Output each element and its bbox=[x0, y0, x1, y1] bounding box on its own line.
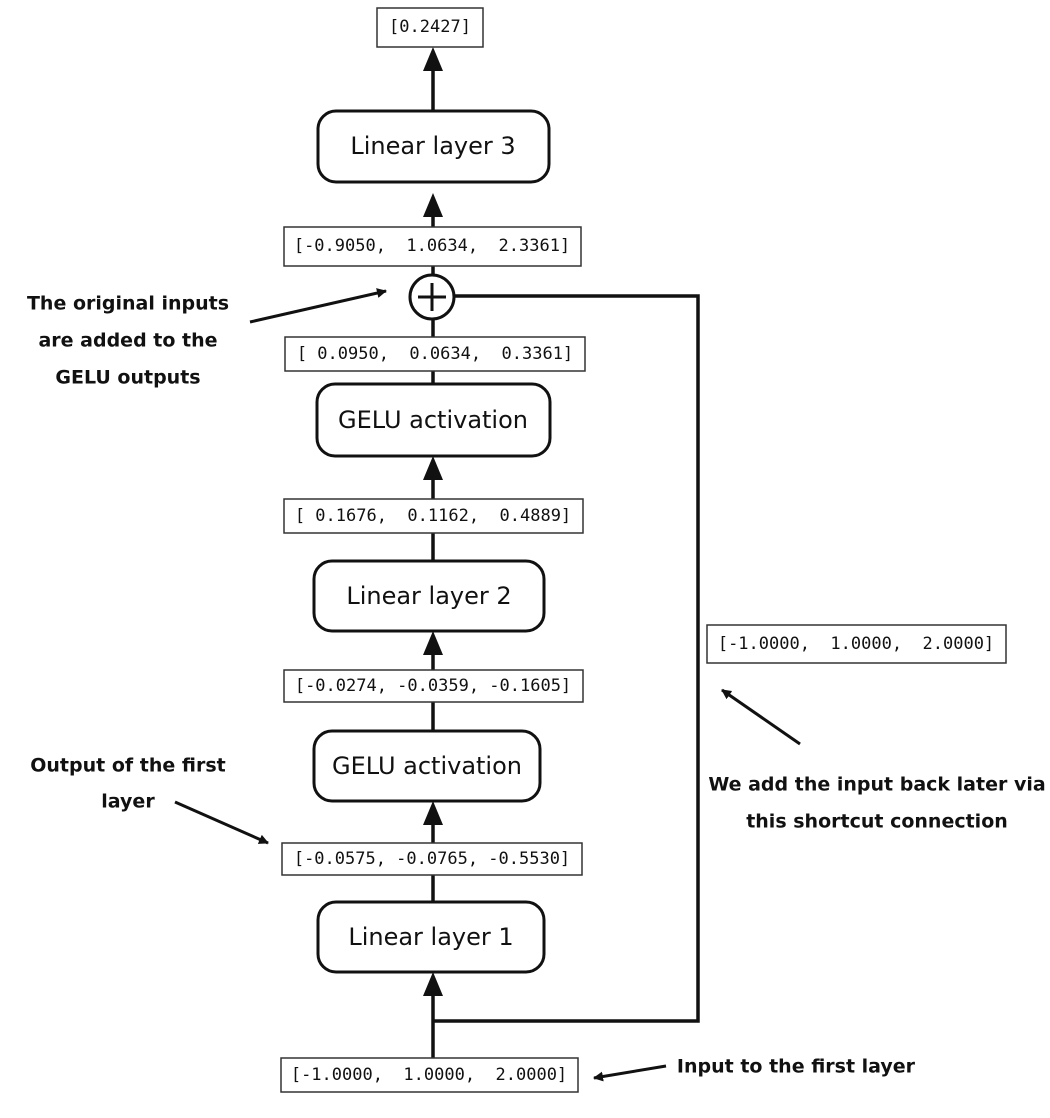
original-inputs-note-line-2: are added to the bbox=[38, 330, 217, 352]
original-inputs-note-line-3: GELU outputs bbox=[55, 367, 200, 389]
shortcut-note-line-2: this shortcut connection bbox=[746, 811, 1008, 833]
gelu2-output-tensor-box: [ 0.0950, 0.0634, 0.3361] bbox=[284, 336, 586, 372]
linear-layer-3: Linear layer 3 bbox=[316, 109, 551, 184]
shortcut-tensor-value: [-1.0000, 1.0000, 2.0000] bbox=[718, 634, 994, 654]
gelu-activation-1: GELU activation bbox=[312, 729, 542, 803]
first-output-note-line-2: layer bbox=[101, 791, 155, 813]
original-inputs-note-line-1: The original inputs bbox=[27, 293, 229, 315]
shortcut-connection-line bbox=[433, 294, 700, 1023]
annotation-arrows bbox=[174, 288, 801, 1082]
first-output-pointer bbox=[174, 800, 269, 845]
linear-layer-1: Linear layer 1 bbox=[316, 900, 546, 974]
input-tensor-value: [-1.0000, 1.0000, 2.0000] bbox=[291, 1065, 567, 1085]
input-tensor-box: [-1.0000, 1.0000, 2.0000] bbox=[280, 1057, 579, 1093]
shortcut-note-line-1: We add the input back later via bbox=[708, 774, 1045, 796]
linear-layer-2: Linear layer 2 bbox=[312, 559, 546, 633]
gelu-activation-2: GELU activation bbox=[315, 382, 552, 458]
gelu-activation-2-label: GELU activation bbox=[338, 406, 528, 434]
linear-layer-3-label: Linear layer 3 bbox=[350, 132, 515, 160]
input-pointer bbox=[593, 1064, 667, 1082]
original-inputs-pointer bbox=[249, 288, 387, 324]
gelu1-output-tensor-box: [-0.0274, -0.0359, -0.1605] bbox=[283, 669, 584, 703]
linear-layer-1-label: Linear layer 1 bbox=[348, 923, 513, 951]
sum-output-tensor-box: [-0.9050, 1.0634, 2.3361] bbox=[283, 226, 582, 267]
first-output-note-line-1: Output of the first bbox=[30, 755, 225, 777]
sum-output-value: [-0.9050, 1.0634, 2.3361] bbox=[294, 236, 570, 256]
gelu-activation-1-label: GELU activation bbox=[332, 752, 522, 780]
linear1-output-value: [-0.0575, -0.0765, -0.5530] bbox=[294, 849, 570, 869]
input-note: Input to the first layer bbox=[677, 1056, 916, 1078]
shortcut-tensor-box: [-1.0000, 1.0000, 2.0000] bbox=[706, 624, 1007, 664]
gelu1-output-value: [-0.0274, -0.0359, -0.1605] bbox=[295, 676, 571, 696]
linear-layer-2-label: Linear layer 2 bbox=[346, 582, 511, 610]
gelu2-output-value: [ 0.0950, 0.0634, 0.3361] bbox=[297, 344, 573, 364]
final-output-value: [0.2427] bbox=[389, 17, 471, 37]
linear1-output-tensor-box: [-0.0575, -0.0765, -0.5530] bbox=[281, 842, 583, 876]
linear2-output-tensor-box: [ 0.1676, 0.1162, 0.4889] bbox=[283, 498, 584, 534]
addition-node bbox=[408, 273, 456, 321]
final-output-tensor-box: [0.2427] bbox=[376, 7, 484, 48]
linear2-output-value: [ 0.1676, 0.1162, 0.4889] bbox=[295, 506, 571, 526]
shortcut-pointer bbox=[721, 688, 801, 746]
main-path-connectors bbox=[423, 47, 443, 1058]
